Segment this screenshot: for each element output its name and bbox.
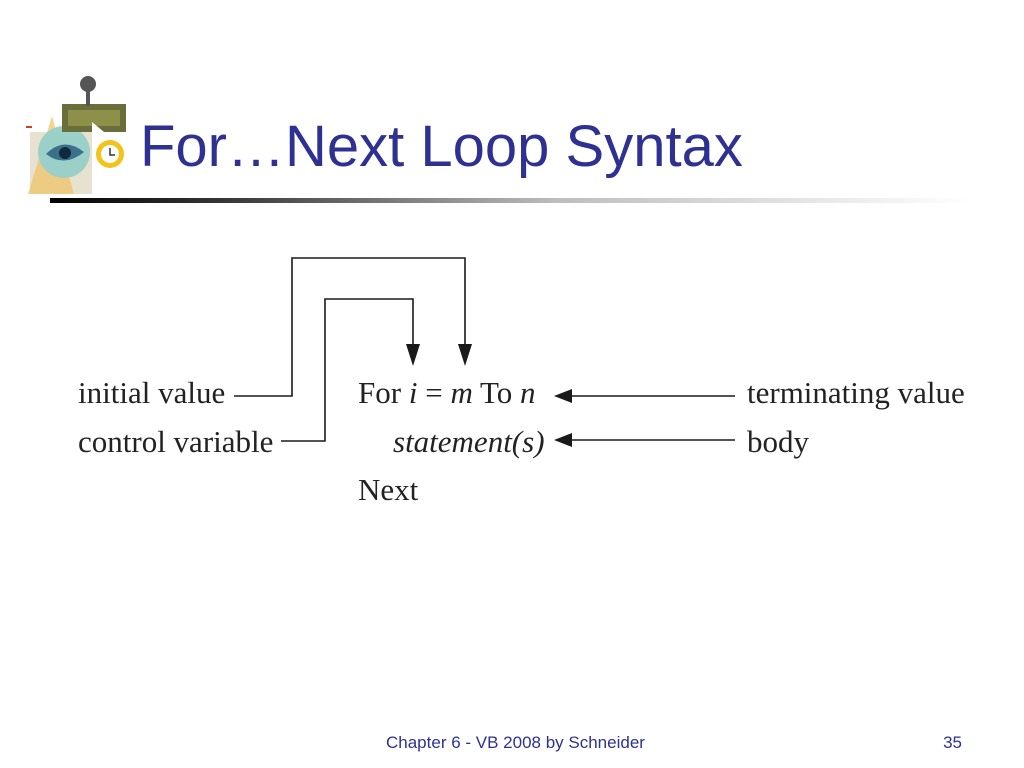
code-for-line: For i = m To n [358,375,536,410]
for-next-syntax-diagram: initial value control variable For i = m… [78,257,965,507]
label-body: body [747,424,810,459]
code-equals: = [417,375,450,410]
code-next-keyword: Next [358,472,419,507]
label-initial-value: initial value [78,375,225,410]
code-counter-variable: i [409,375,418,410]
arrowhead-body [554,433,572,447]
footer-text: Chapter 6 - VB 2008 by Schneider [386,733,645,752]
arrowhead-control-variable [406,344,420,366]
connector-initial-value [234,257,466,397]
arrowhead-initial-value [458,344,472,366]
label-control-variable: control variable [78,424,273,459]
label-terminating-value: terminating value [747,375,965,410]
code-to-keyword: To [473,375,520,410]
code-for-keyword: For [358,375,409,410]
arrowhead-terminating-value [554,389,572,403]
code-start-value: m [450,375,472,410]
title-underline [50,198,970,203]
slide-title: For…Next Loop Syntax [140,114,743,179]
page-number: 35 [943,733,962,752]
clipart-logo-icon [26,76,126,194]
connector-control-variable [281,298,414,442]
code-statements: statement(s) [393,424,545,459]
code-end-value: n [520,375,536,410]
